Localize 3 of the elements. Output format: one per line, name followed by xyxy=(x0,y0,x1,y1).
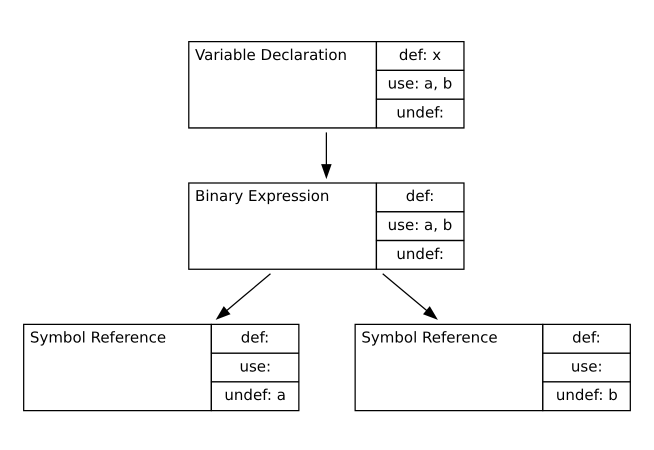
arrow xyxy=(382,272,438,320)
arrow xyxy=(216,272,271,320)
arrow xyxy=(321,132,332,179)
